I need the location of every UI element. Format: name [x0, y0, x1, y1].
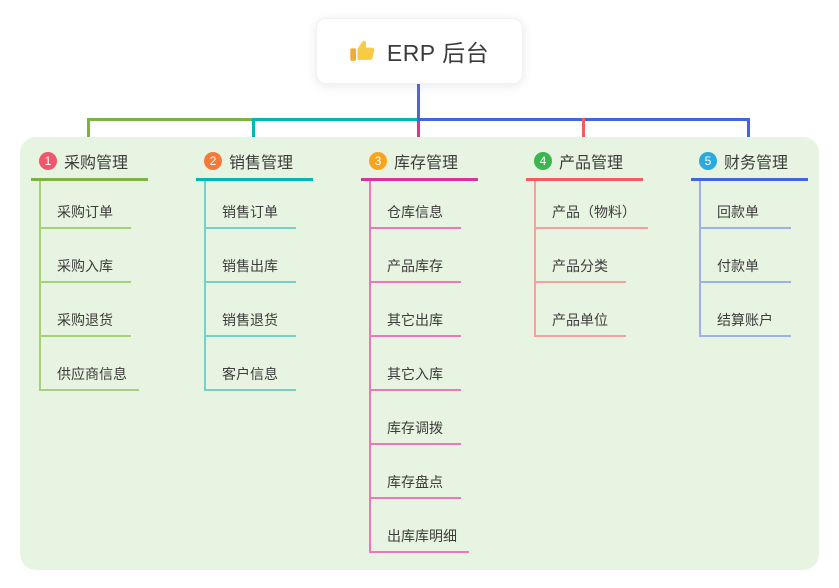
child-node[interactable]: 产品库存 — [371, 229, 461, 283]
child-node[interactable]: 其它出库 — [371, 283, 461, 337]
branch-label: 销售管理 — [229, 154, 294, 172]
connector-bus-branch2 — [252, 118, 420, 121]
branch-number-badge: 5 — [699, 151, 717, 170]
child-node[interactable]: 仓库信息 — [371, 181, 461, 229]
child-node[interactable]: 采购入库 — [41, 229, 131, 283]
branch-label: 采购管理 — [64, 154, 129, 172]
root-label: ERP 后台 — [386, 40, 490, 66]
branch-label: 库存管理 — [394, 154, 459, 172]
child-node[interactable]: 销售订单 — [206, 181, 296, 229]
branch-number-badge: 1 — [39, 151, 57, 170]
branch-node[interactable]: 5 财务管理 — [691, 148, 808, 181]
connector-bus-branch1 — [87, 118, 255, 121]
connector-root-stem — [417, 84, 420, 121]
connector-drop-branch1 — [87, 118, 90, 146]
branch-number-badge: 3 — [369, 151, 387, 170]
child-node[interactable]: 出库库明细 — [371, 499, 469, 553]
connector-drop-branch5 — [747, 118, 750, 146]
child-node[interactable]: 销售出库 — [206, 229, 296, 283]
branch-children: 仓库信息 产品库存 其它出库 其它入库 库存调拨 库存盘点 出库库明细 — [369, 181, 521, 553]
child-node[interactable]: 产品单位 — [536, 283, 626, 337]
child-node[interactable]: 库存盘点 — [371, 445, 461, 499]
child-node[interactable]: 回款单 — [701, 181, 791, 229]
branch-children: 采购订单 采购入库 采购退货 供应商信息 — [39, 181, 191, 391]
branch-node[interactable]: 1 采购管理 — [31, 148, 148, 181]
child-node[interactable]: 销售退货 — [206, 283, 296, 337]
branch-node[interactable]: 2 销售管理 — [196, 148, 313, 181]
branch-label: 财务管理 — [724, 154, 789, 172]
root-node[interactable]: ERP 后台 — [316, 18, 523, 84]
child-node[interactable]: 其它入库 — [371, 337, 461, 391]
branch-column-purchase: 1 采购管理 采购订单 采购入库 采购退货 供应商信息 — [31, 148, 191, 391]
branch-children: 销售订单 销售出库 销售退货 客户信息 — [204, 181, 356, 391]
connector-drop-branch4 — [582, 118, 585, 146]
child-node[interactable]: 采购退货 — [41, 283, 131, 337]
branch-label: 产品管理 — [559, 154, 624, 172]
child-node[interactable]: 产品分类 — [536, 229, 626, 283]
connector-drop-branch2 — [252, 118, 255, 146]
branch-number-badge: 2 — [204, 151, 222, 170]
branch-children: 产品（物料） 产品分类 产品单位 — [534, 181, 686, 337]
branch-column-sales: 2 销售管理 销售订单 销售出库 销售退货 客户信息 — [196, 148, 356, 391]
connector-drop-branch3 — [417, 121, 420, 146]
child-node[interactable]: 付款单 — [701, 229, 791, 283]
child-node[interactable]: 客户信息 — [206, 337, 296, 391]
branch-children: 回款单 付款单 结算账户 — [699, 181, 839, 337]
branch-column-product: 4 产品管理 产品（物料） 产品分类 产品单位 — [526, 148, 686, 337]
branch-column-inventory: 3 库存管理 仓库信息 产品库存 其它出库 其它入库 库存调拨 库存盘点 出库库… — [361, 148, 521, 553]
child-node[interactable]: 产品（物料） — [536, 181, 648, 229]
thumbs-up-icon — [350, 40, 375, 61]
child-node[interactable]: 供应商信息 — [41, 337, 139, 391]
branch-node[interactable]: 4 产品管理 — [526, 148, 643, 181]
child-node[interactable]: 采购订单 — [41, 181, 131, 229]
child-node[interactable]: 结算账户 — [701, 283, 791, 337]
child-node[interactable]: 库存调拨 — [371, 391, 461, 445]
branch-column-finance: 5 财务管理 回款单 付款单 结算账户 — [691, 148, 839, 337]
branch-number-badge: 4 — [534, 151, 552, 170]
branch-node[interactable]: 3 库存管理 — [361, 148, 478, 181]
